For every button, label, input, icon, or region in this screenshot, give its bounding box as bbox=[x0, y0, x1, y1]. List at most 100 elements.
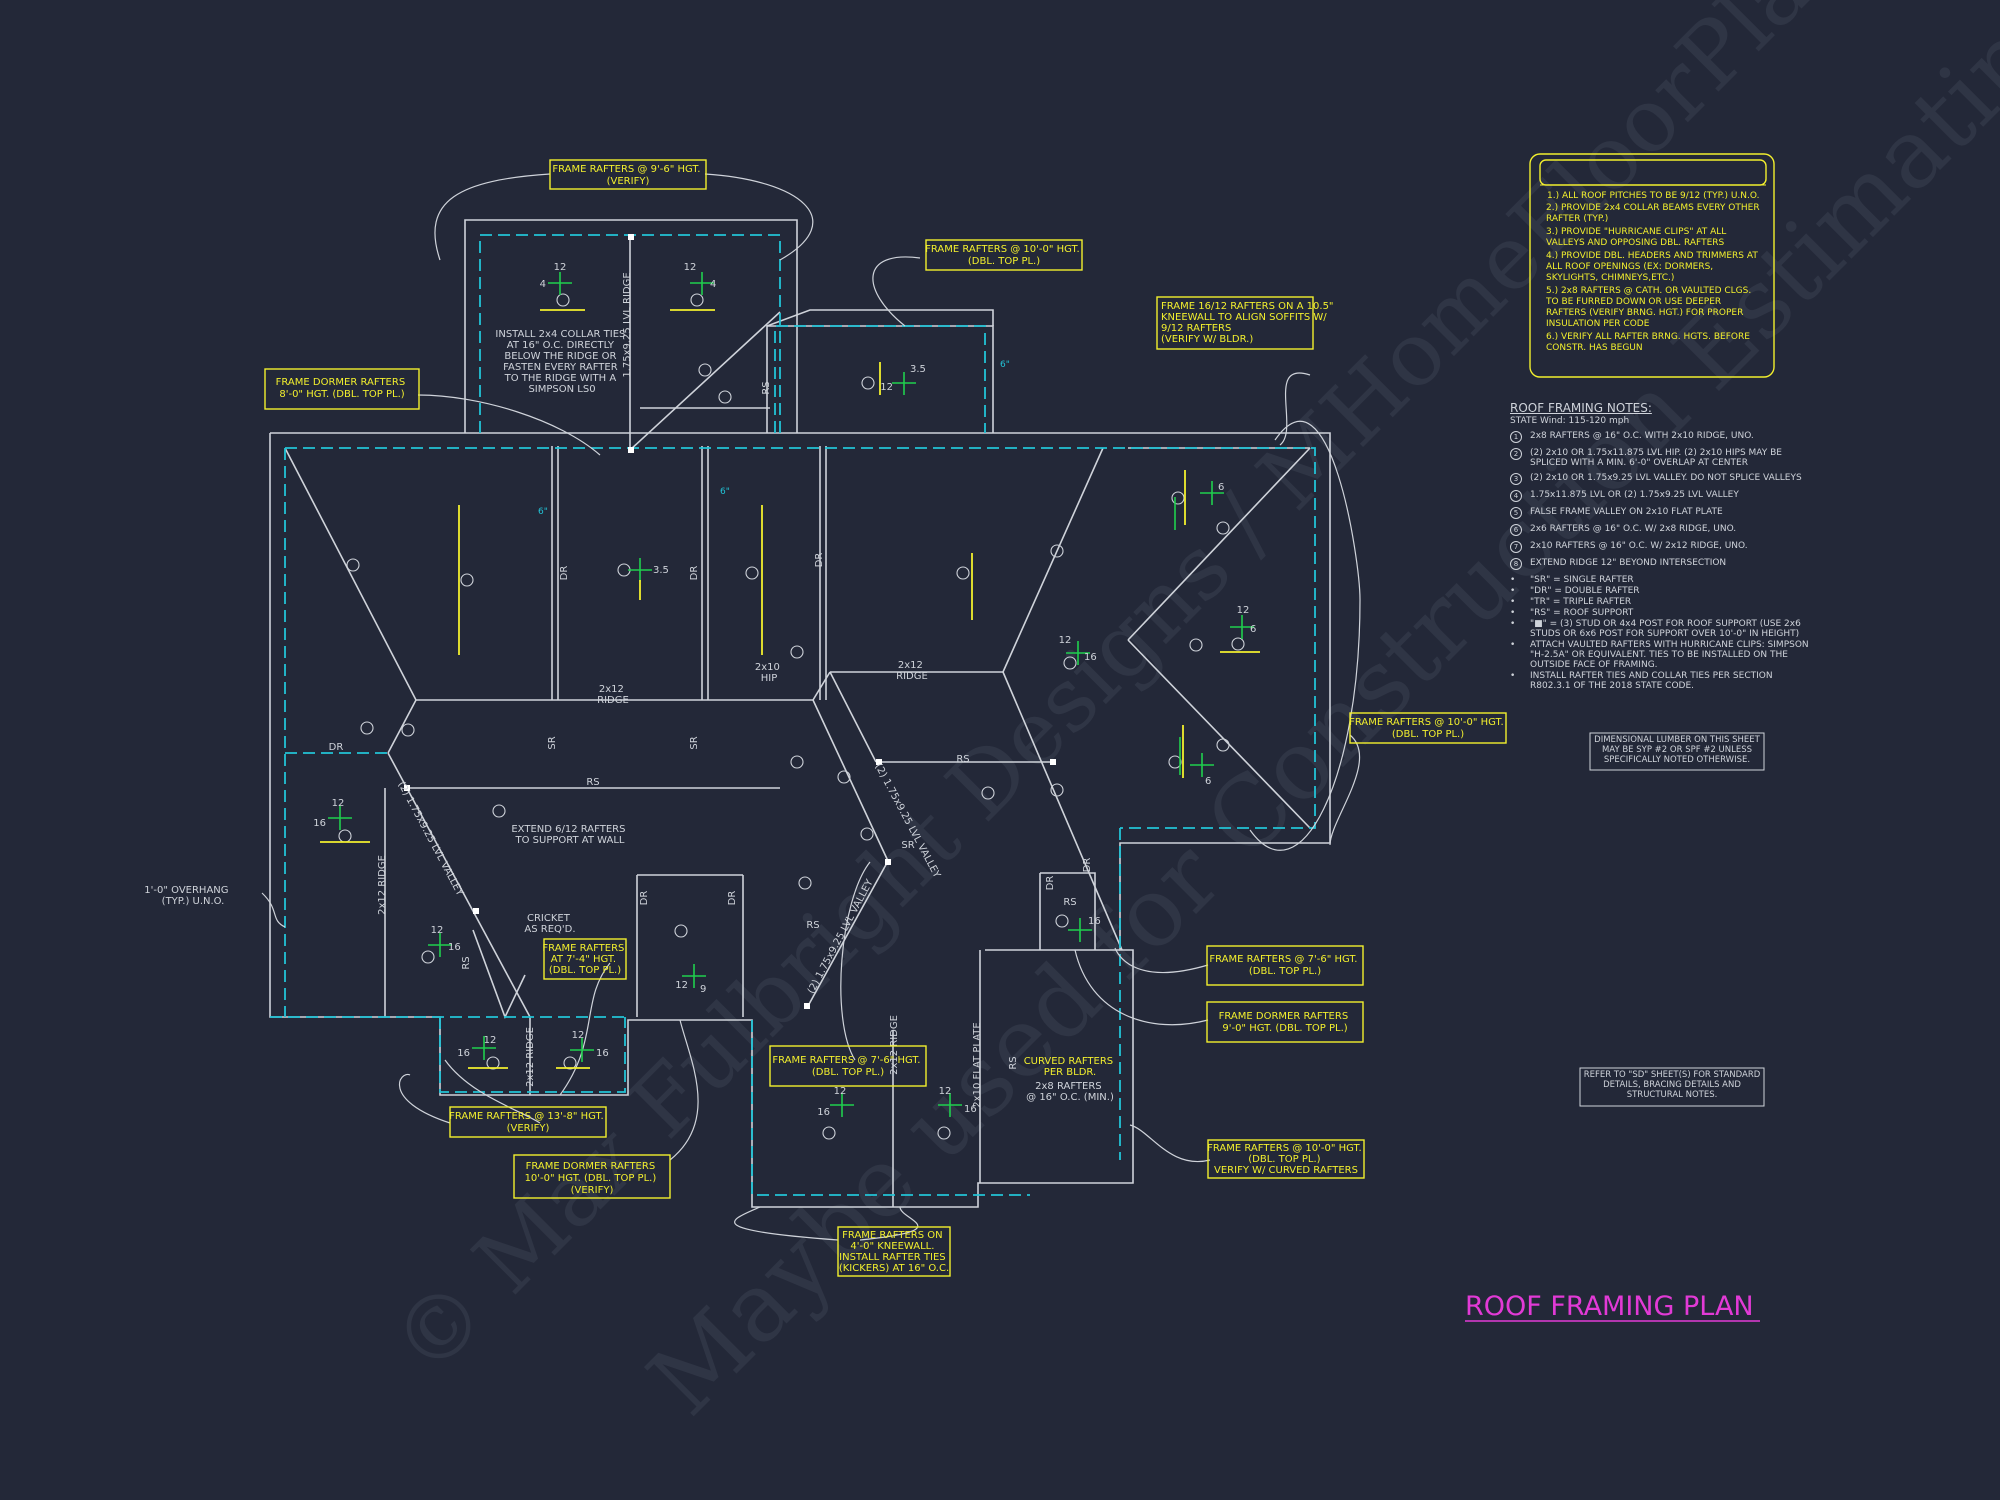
lumber-note: DIMENSIONAL LUMBER ON THIS SHEET MAY BE … bbox=[1594, 735, 1760, 765]
note-number-badge: 4 bbox=[1510, 490, 1522, 502]
bullet-text: INSTALL RAFTER TIES AND COLLAR TIES PER … bbox=[1530, 671, 1773, 691]
roof-support-posts bbox=[404, 234, 1056, 1009]
note-text: FALSE FRAME VALLEY ON 2x10 FLAT PLATE bbox=[1530, 507, 1723, 517]
ridge-2x12-label: 2x12 RIDGE bbox=[597, 684, 629, 706]
note-text: 2x8 RAFTERS @ 16" O.C. WITH 2x10 RIDGE, … bbox=[1530, 431, 1754, 441]
overhang-note: 1'-0" OVERHANG (TYP.) U.N.O. bbox=[144, 885, 231, 907]
callout-dormer-10: FRAME DORMER RAFTERS 10'-0" HGT. (DBL. T… bbox=[525, 1161, 660, 1196]
note-number-badge: 5 bbox=[1510, 507, 1522, 519]
bullet-text: "■" = (3) STUD OR 4x4 POST FOR ROOF SUPP… bbox=[1530, 619, 1801, 639]
note-text: 2x6 RAFTERS @ 16" O.C. W/ 2x8 RIDGE, UNO… bbox=[1530, 524, 1737, 534]
note-text: EXTEND RIDGE 12" BEYOND INTERSECTION bbox=[1530, 558, 1727, 568]
framing-bullet-item: • ATTACH VAULTED RAFTERS WITH HURRICANE C… bbox=[1510, 640, 1810, 670]
pitch-run: 6 bbox=[1218, 482, 1224, 493]
framing-bullet-item: •"■" = (3) STUD OR 4x4 POST FOR ROOF SUP… bbox=[1510, 619, 1810, 639]
pitch-rise: 12 bbox=[484, 1035, 497, 1046]
bullet-text: "SR" = SINGLE RAFTER bbox=[1530, 575, 1634, 585]
sr-label-2: SR bbox=[689, 736, 700, 749]
hip-2x10-label: 2x10 HIP bbox=[755, 662, 783, 684]
refer-note-box bbox=[1579, 1067, 1765, 1107]
pitch-run: 9 bbox=[700, 984, 706, 995]
six-in-1: 6" bbox=[538, 507, 548, 517]
lumber-note-box bbox=[1589, 732, 1765, 771]
bullet-notes: •"SR" = SINGLE RAFTER•"DR" = DOUBLE RAFT… bbox=[1510, 575, 1810, 691]
pitch-run: 3.5 bbox=[910, 364, 926, 375]
general-notes-body: 2.) PROVIDE 2x4 COLLAR BEAMS EVERY OTHER… bbox=[1546, 203, 1760, 353]
pitch-run: 6 bbox=[1205, 776, 1211, 787]
sr-label-3: SR bbox=[901, 840, 914, 851]
framing-note-item: 2(2) 2x10 OR 1.75x11.875 LVL HIP. (2) 2x… bbox=[1510, 448, 1810, 468]
dr-label-1: DR bbox=[559, 566, 570, 581]
pitch-rise: 12 bbox=[332, 798, 345, 809]
callout-13-8: FRAME RAFTERS @ 13'-8" HGT. (VERIFY) bbox=[449, 1111, 607, 1134]
rs-label-7: RS bbox=[1008, 1056, 1019, 1069]
general-note-2: 2.) PROVIDE 2x4 COLLAR BEAMS EVERY OTHER… bbox=[1546, 203, 1760, 224]
general-note-3: 3.) PROVIDE "HURRICANE CLIPS" AT ALL VAL… bbox=[1546, 227, 1727, 248]
dr-label-7: DR bbox=[1045, 876, 1056, 891]
dr-label-3: DR bbox=[814, 553, 825, 568]
framing-bullet-item: • INSTALL RAFTER TIES AND COLLAR TIES PER… bbox=[1510, 671, 1810, 691]
extend-rafters-note: EXTEND 6/12 RAFTERS TO SUPPORT AT WALL bbox=[511, 824, 628, 846]
overhang-dim-labels: 6" 6" 6" bbox=[538, 360, 1010, 517]
pitch-run: 16 bbox=[457, 1048, 470, 1059]
note-number-badge: 1 bbox=[1510, 431, 1522, 443]
callout-right-mid: FRAME RAFTERS @ 10'-0" HGT. (DBL. TOP PL… bbox=[1349, 717, 1507, 740]
pitch-run: 16 bbox=[1084, 652, 1097, 663]
callout-text: FRAME RAFTERS @ 9'-6" HGT. (VERIFY) FRAM… bbox=[276, 164, 1507, 1274]
bullet-dot: • bbox=[1510, 597, 1516, 607]
bullet-text: ATTACH VAULTED RAFTERS WITH HURRICANE CL… bbox=[1530, 640, 1809, 670]
callout-7-4: FRAME RAFTERS AT 7'-4" HGT. (DBL. TOP PL… bbox=[542, 943, 627, 976]
roof-outline bbox=[269, 219, 1331, 1208]
framing-note-item: 1 2x8 RAFTERS @ 16" O.C. WITH 2x10 RIDGE,… bbox=[1510, 431, 1810, 443]
framing-bullet-item: •"DR" = DOUBLE RAFTER bbox=[1510, 586, 1810, 596]
callout-top-center: FRAME RAFTERS @ 9'-6" HGT. (VERIFY) bbox=[552, 164, 703, 187]
cricket-note: CRICKET AS REQ'D. bbox=[524, 913, 575, 935]
pitch-symbols bbox=[328, 272, 1254, 1117]
framing-bullet-item: • "TR" = TRIPLE RAFTER bbox=[1510, 597, 1810, 607]
general-note-6: 6.) VERIFY ALL RAFTER BRNG. HGTS. BEFORE… bbox=[1546, 332, 1750, 353]
pitch-run: 16 bbox=[448, 942, 461, 953]
pitch-run: 6 bbox=[1250, 624, 1256, 635]
state-wind: STATE Wind: 115-120 mph bbox=[1510, 416, 1630, 426]
note-number-badge: 8 bbox=[1510, 558, 1522, 570]
pitch-rise: 12 bbox=[939, 1086, 952, 1097]
bullet-dot: • bbox=[1510, 671, 1516, 681]
dr-label-2: DR bbox=[689, 566, 700, 581]
rs-label-3: RS bbox=[806, 920, 819, 931]
curved-sub-note: 2x8 RAFTERS @ 16" O.C. (MIN.) bbox=[1026, 1081, 1114, 1103]
note-text: (2) 2x10 OR 1.75x9.25 LVL VALLEY. DO NOT… bbox=[1530, 473, 1802, 483]
pitch-rise: 12 bbox=[431, 925, 444, 936]
pitch-rise: 12 bbox=[554, 262, 567, 273]
rs-label-6: RS bbox=[761, 381, 772, 394]
bullet-dot: • bbox=[1510, 640, 1516, 650]
rs-label-5: RS bbox=[461, 956, 472, 969]
callout-dormer-9: FRAME DORMER RAFTERS 9'-0" HGT. (DBL. TO… bbox=[1219, 1011, 1352, 1034]
framing-bullet-item: •"RS" = ROOF SUPPORT bbox=[1510, 608, 1810, 618]
pitch-numbers: 12 4 12 4 12 3.5 3.5 12 16 6 12 6 6 12 1… bbox=[313, 262, 1256, 1118]
sheet-title: ROOF FRAMING PLAN bbox=[1465, 1291, 1754, 1322]
framing-bullet-item: •"SR" = SINGLE RAFTER bbox=[1510, 575, 1810, 585]
watermark-line-1: Maybe used for Construction Estimating bbox=[627, 0, 2000, 1436]
callout-top-right: FRAME RAFTERS @ 10'-0" HGT. (DBL. TOP PL… bbox=[925, 244, 1083, 267]
pitch-run: 3.5 bbox=[653, 565, 669, 576]
dr-label-6: DR bbox=[727, 891, 738, 906]
framing-note-item: 3(2) 2x10 OR 1.75x9.25 LVL VALLEY. DO NO… bbox=[1510, 473, 1810, 485]
bullet-text: "TR" = TRIPLE RAFTER bbox=[1530, 597, 1632, 607]
pitch-run: 16 bbox=[964, 1104, 977, 1115]
pitch-rise: 12 bbox=[1059, 635, 1072, 646]
note-number-badge: 2 bbox=[1510, 448, 1522, 460]
ridge-bottom-label: 2x12 RIDGE bbox=[889, 1015, 900, 1075]
six-in-3: 6" bbox=[1000, 360, 1010, 370]
dr-label-5: DR bbox=[639, 891, 650, 906]
ridge-2x12-right-label: 2x12 RIDGE bbox=[896, 660, 928, 682]
callout-boxes bbox=[264, 153, 1775, 1277]
rs-label-4: RS bbox=[1063, 897, 1076, 908]
dr-label-8: DR bbox=[1082, 858, 1093, 873]
six-in-2: 6" bbox=[720, 487, 730, 497]
sr-label-1: SR bbox=[547, 736, 558, 749]
numbered-notes: 1 2x8 RAFTERS @ 16" O.C. WITH 2x10 RIDGE,… bbox=[1510, 431, 1810, 570]
callout-kickers: FRAME RAFTERS ON 4'-0" KNEEWALL. INSTALL… bbox=[839, 1230, 949, 1274]
